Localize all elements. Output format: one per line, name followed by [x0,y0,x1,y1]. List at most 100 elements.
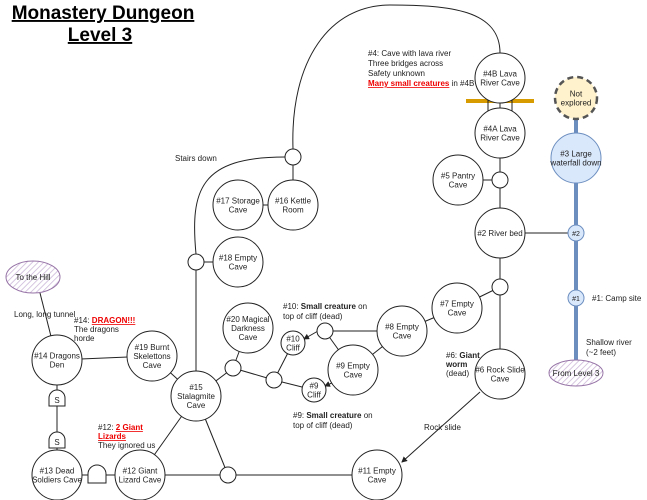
secret-door: S [48,431,66,449]
stairs-passage [292,4,501,150]
map-title-line1: Monastery Dungeon [12,3,195,24]
note-9: #9: Small creature on top of cliff (dead… [293,411,375,430]
cave-circle [212,236,264,288]
cave-r1[interactable]: #1 [567,289,585,307]
cave-n2[interactable]: #2 River bed [474,207,526,259]
cave-r2[interactable]: #2 [567,224,585,242]
cave-label: #1 [572,296,580,303]
note-rock-slide: Rock slide [424,423,461,432]
junction [224,359,242,377]
note-camp-site: #1: Camp site [592,294,642,303]
note-10: #10: Small creature on top of cliff (dea… [283,302,369,321]
exit-from-level-3[interactable]: From Level 3 [548,359,604,387]
cave-circle [474,107,526,159]
exit-label: From Level 3 [553,369,600,378]
note-6: #6: Giant worm (dead) [445,351,482,378]
passage-to-stairs [194,156,286,255]
note-14: #14: DRAGON!!! The dragons horde [74,316,138,343]
cave-circle [474,52,526,104]
rock-slide-arrow [401,391,481,463]
cave-circle [212,179,264,231]
cave-circle [553,75,599,121]
map-title-line2: Level 3 [68,25,132,46]
note-12: #12: 2 Giant Lizards They ignored us [98,423,155,450]
junction [219,466,237,484]
cave-circle [267,179,319,231]
junction [265,371,283,389]
exit-to-the-hill[interactable]: To the Hill [5,260,61,294]
note-tunnel: Long, long tunnel [14,310,76,319]
cave-circle [126,330,178,382]
cave-circle [327,344,379,396]
junction [491,278,509,296]
secret-door: S [48,389,66,407]
cave-circle [351,449,403,500]
cave-circle [567,224,585,242]
cave-circle [301,377,327,403]
cave-circle [567,289,585,307]
junction [187,253,205,271]
cave-circle [474,348,526,400]
cave-circle [114,449,166,500]
junction [491,171,509,189]
secret-door-label: S [54,438,59,447]
exit-label: To the Hill [15,273,50,282]
cave-circle [376,305,428,357]
cave-circle [31,449,83,500]
note-shallow-river: Shallow river (~2 feet) [586,338,634,357]
cave-circle [474,207,526,259]
junction [316,322,334,340]
note-4: #4: Cave with lava river Three bridges a… [368,49,474,88]
cave-circle [432,154,484,206]
door [87,464,107,484]
cave-circle [222,302,274,354]
cave-circle [170,370,222,422]
secret-door-label: S [54,396,59,405]
cave-circle [280,330,306,356]
